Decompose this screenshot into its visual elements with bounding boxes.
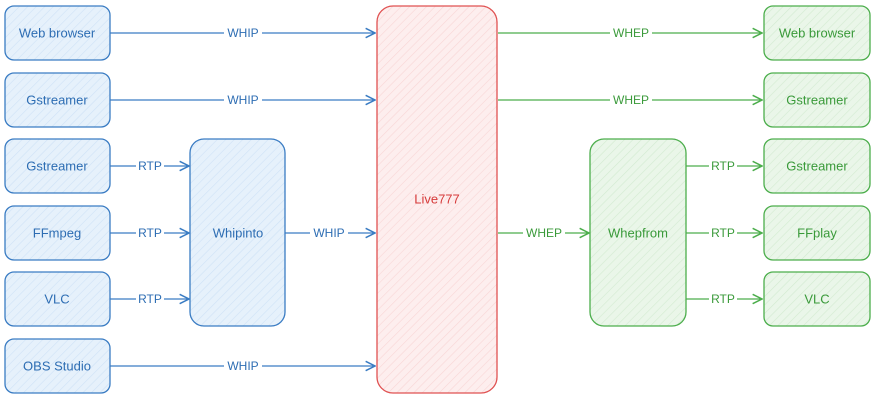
node-vlc-source[interactable]: VLC xyxy=(4,271,111,327)
source-nodes: Web browser Gstreamer Gstreamer FFmpeg V… xyxy=(4,5,111,394)
node-label: OBS Studio xyxy=(23,358,91,373)
edge-label-rtp: RTP xyxy=(711,159,735,173)
edge-label-whep: WHEP xyxy=(526,226,562,240)
edge-label-whep: WHEP xyxy=(613,26,649,40)
node-label: Gstreamer xyxy=(786,92,848,107)
node-label: Gstreamer xyxy=(26,158,88,173)
node-ffmpeg-source[interactable]: FFmpeg xyxy=(4,205,111,261)
node-web-browser-source[interactable]: Web browser xyxy=(4,5,111,61)
edge-label-whip: WHIP xyxy=(227,26,258,40)
node-label: FFmpeg xyxy=(33,225,81,240)
node-label: Gstreamer xyxy=(786,158,848,173)
node-obs-studio-source[interactable]: OBS Studio xyxy=(4,338,111,394)
edge-labels: WHIP WHIP WHIP WHIP RTP RTP RTP WHEP WHE… xyxy=(136,25,737,374)
node-label: Web browser xyxy=(19,25,96,40)
node-vlc-sink[interactable]: VLC xyxy=(763,271,871,327)
node-gstreamer-rtp-sink[interactable]: Gstreamer xyxy=(763,138,871,194)
node-label: VLC xyxy=(804,291,829,306)
edge-label-rtp: RTP xyxy=(711,226,735,240)
node-label: VLC xyxy=(44,291,69,306)
node-whepfrom[interactable]: Whepfrom xyxy=(589,138,687,327)
node-label: FFplay xyxy=(797,225,837,240)
edge-label-whip: WHIP xyxy=(227,93,258,107)
sink-nodes: Web browser Gstreamer Gstreamer FFplay V… xyxy=(763,5,871,327)
node-gstreamer-rtp-source[interactable]: Gstreamer xyxy=(4,138,111,194)
node-ffplay-sink[interactable]: FFplay xyxy=(763,205,871,261)
node-live777[interactable]: Live777 xyxy=(376,5,498,394)
node-label: Web browser xyxy=(779,25,856,40)
node-gstreamer-sink[interactable]: Gstreamer xyxy=(763,72,871,128)
node-label: Live777 xyxy=(414,191,460,206)
node-label: Whipinto xyxy=(213,225,264,240)
node-web-browser-sink[interactable]: Web browser xyxy=(763,5,871,61)
edge-label-whip: WHIP xyxy=(313,226,344,240)
node-gstreamer-source[interactable]: Gstreamer xyxy=(4,72,111,128)
edge-label-whep: WHEP xyxy=(613,93,649,107)
edge-label-whip: WHIP xyxy=(227,359,258,373)
edge-label-rtp: RTP xyxy=(138,159,162,173)
edge-label-rtp: RTP xyxy=(711,292,735,306)
edge-label-rtp: RTP xyxy=(138,292,162,306)
edge-label-rtp: RTP xyxy=(138,226,162,240)
node-label: Gstreamer xyxy=(26,92,88,107)
node-whipinto[interactable]: Whipinto xyxy=(189,138,286,327)
node-label: Whepfrom xyxy=(608,225,668,240)
